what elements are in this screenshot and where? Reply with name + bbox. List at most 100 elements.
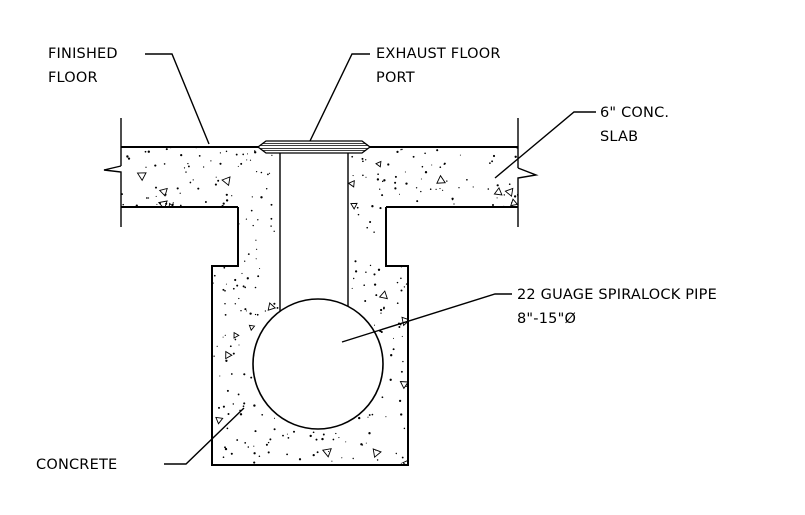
stipple-dot (365, 176, 367, 178)
stipple-dot (365, 442, 367, 444)
stipple-dot (255, 258, 257, 260)
stipple-dot (286, 433, 288, 435)
stipple-dot (392, 348, 395, 351)
stipple-dot (401, 335, 403, 337)
finished-floor-label-line1: FINISHED (48, 46, 118, 62)
stipple-dot (365, 271, 367, 273)
aggregate-mark (347, 179, 355, 188)
stipple-dot (496, 197, 498, 199)
stipple-dot (466, 178, 468, 181)
stipple-dot (496, 184, 499, 187)
stipple-dot (260, 196, 263, 199)
stipple-dot (369, 264, 372, 267)
concrete-leader (164, 407, 245, 465)
stipple-dot (412, 155, 415, 158)
stipple-dot (377, 268, 381, 271)
stipple-dot (401, 148, 403, 151)
stipple-dot (451, 197, 454, 200)
aggregate-mark (221, 176, 231, 187)
stipple-dot (400, 289, 403, 292)
stipple-dot (390, 354, 393, 357)
stipple-dot (154, 164, 157, 167)
stipple-dot (213, 355, 215, 357)
stipple-dot (254, 286, 257, 289)
stipple-dot (237, 393, 240, 396)
stipple-dot (420, 178, 422, 180)
aggregate-mark (321, 448, 332, 458)
stipple-dot (219, 162, 222, 165)
stipple-dot (358, 416, 361, 420)
aggregate-mark (401, 316, 411, 327)
stipple-dot (367, 416, 369, 418)
stipple-dot (420, 190, 422, 193)
stipple-dot (376, 459, 379, 461)
stipple-dot (242, 405, 245, 408)
stipple-dot (231, 195, 233, 197)
stipple-dot (253, 452, 256, 455)
stipple-dot (436, 149, 439, 152)
stipple-dot (213, 274, 216, 277)
stipple-dot (403, 286, 406, 288)
exhaust-port-label-line1: EXHAUST FLOOR (376, 46, 501, 62)
stipple-dot (176, 187, 179, 190)
stipple-dot (247, 446, 250, 448)
stipple-dot (387, 163, 390, 166)
stipple-dot (224, 334, 226, 336)
stipple-dot (240, 309, 242, 312)
stipple-dot (244, 286, 247, 289)
stipple-dot (354, 260, 357, 263)
stipple-dot (363, 284, 366, 287)
stipple-dot (292, 430, 296, 433)
stipple-dot (400, 277, 402, 280)
aggregate-mark (375, 160, 382, 168)
stipple-dot (273, 302, 276, 305)
stipple-dot (155, 186, 157, 189)
stipple-dot (354, 270, 358, 273)
stipple-dot (222, 456, 225, 459)
concrete-label: CONCRETE (36, 457, 117, 473)
stipple-dot (369, 220, 372, 224)
stipple-dot (352, 457, 354, 460)
stipple-dot (253, 404, 256, 407)
stipple-dot (265, 443, 268, 446)
stipple-dot (458, 187, 460, 189)
stipple-dot (381, 396, 384, 399)
stipple-dot (244, 260, 246, 262)
stipple-dot (126, 155, 129, 158)
stipple-dot (224, 302, 226, 305)
stipple-dot (273, 230, 275, 232)
aggregate-mark (504, 187, 514, 198)
stipple-dot (245, 218, 247, 220)
stipple-dot (261, 413, 264, 416)
stipple-dot (235, 153, 238, 156)
stipple-dot (421, 165, 424, 168)
aggregate-mark (378, 290, 388, 300)
stipple-dot (250, 209, 253, 212)
stipple-dot (312, 431, 315, 434)
stipple-dot (364, 300, 367, 302)
stipple-dot (400, 149, 402, 151)
stipple-dot (268, 172, 271, 174)
stipple-dot (255, 248, 258, 250)
stipple-dot (396, 150, 399, 154)
stipple-dot (373, 324, 376, 326)
stipple-dot (362, 160, 364, 163)
stipple-dot (405, 283, 408, 285)
stipple-dot (321, 437, 324, 441)
stipple-dot (192, 179, 194, 181)
stipple-dot (400, 370, 403, 373)
stipple-dot (197, 187, 200, 190)
stipple-dot (309, 434, 312, 438)
stipple-dot (236, 284, 239, 287)
stipple-dot (338, 437, 340, 439)
stipple-dot (424, 171, 428, 174)
aggregate-mark (136, 172, 147, 182)
stipple-dot (439, 188, 441, 190)
stipple-dot (244, 308, 247, 311)
stipple-dot (282, 434, 284, 437)
stipple-dot (398, 399, 402, 403)
stipple-dot (287, 437, 290, 439)
stipple-dot (371, 413, 374, 416)
stipple-dot (243, 373, 246, 376)
stipple-dot (472, 186, 474, 188)
